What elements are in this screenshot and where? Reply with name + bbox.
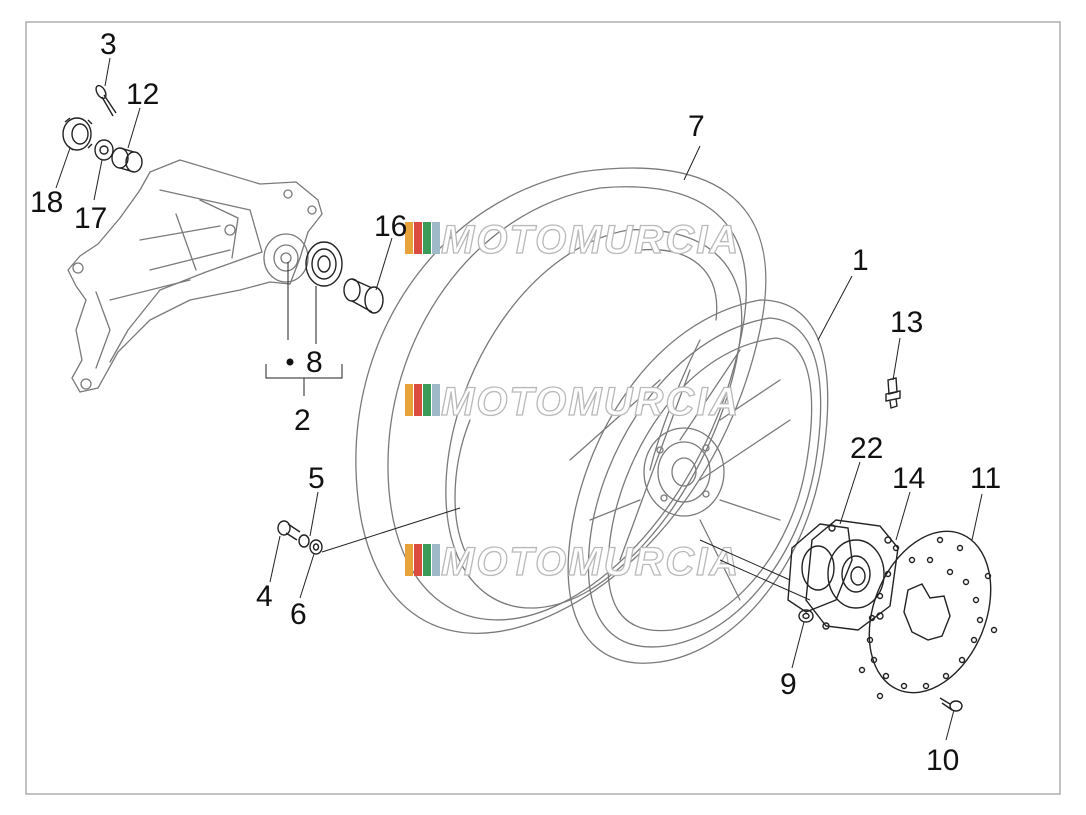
callout-16: 16	[374, 210, 407, 243]
washer-17	[94, 139, 114, 161]
bushing	[343, 278, 384, 314]
reference-dot	[286, 358, 294, 366]
watermark-text: MOTOMURCIA	[441, 540, 740, 584]
watermark-bar	[423, 222, 431, 254]
spacer-ring	[787, 523, 853, 613]
callout-2: 2	[294, 404, 311, 437]
bearing	[305, 241, 343, 287]
callout-7: 7	[688, 110, 705, 143]
diagram-frame	[25, 21, 1061, 795]
disc-bolt	[939, 697, 963, 712]
callout-6: 6	[290, 598, 307, 631]
callout-18: 18	[30, 186, 63, 219]
watermark-text: MOTOMURCIA	[441, 218, 740, 262]
callout-1: 1	[852, 244, 869, 277]
watermark-top: MOTOMURCIA	[405, 217, 740, 263]
wheel-rim	[567, 299, 829, 664]
watermark-bar	[423, 544, 431, 576]
watermark-text: MOTOMURCIA	[441, 380, 740, 424]
leader-lines	[55, 57, 983, 741]
watermark-bar	[423, 384, 431, 416]
hub-flange	[805, 519, 899, 631]
nut-9	[798, 609, 814, 623]
callout-5: 5	[308, 462, 325, 495]
swing-arm	[67, 159, 323, 393]
callout-10: 10	[926, 744, 959, 777]
watermark-bar	[414, 544, 422, 576]
watermark-bar	[414, 384, 422, 416]
callout-labels: 3 12 18 17 16 8 2 5 4 6 7 1 13 22 14 11 …	[30, 28, 1001, 777]
bolt	[277, 520, 301, 541]
callout-4: 4	[256, 580, 273, 613]
callout-11: 11	[970, 462, 1001, 495]
callout-9: 9	[780, 668, 797, 701]
watermark-bar	[432, 544, 440, 576]
callout-13: 13	[890, 306, 923, 339]
callout-14: 14	[892, 462, 925, 495]
callout-3: 3	[100, 28, 117, 61]
washer-6	[309, 539, 323, 555]
watermark-bar	[405, 384, 413, 416]
watermark-bar	[414, 222, 422, 254]
axle-nut-castellated	[62, 117, 93, 151]
split-pin	[95, 84, 117, 117]
watermark-bottom: MOTOMURCIA	[405, 539, 740, 585]
watermark-bar	[405, 222, 413, 254]
washer-5	[298, 534, 310, 548]
spacer-12	[111, 147, 143, 173]
watermark-bar	[432, 222, 440, 254]
tyre-valve	[885, 377, 901, 409]
brake-disc	[858, 530, 998, 700]
tyre	[355, 167, 767, 634]
watermark-bar	[405, 544, 413, 576]
watermark-middle: MOTOMURCIA	[405, 379, 740, 425]
callout-22: 22	[850, 432, 883, 465]
callout-8: 8	[306, 346, 323, 379]
callout-17: 17	[74, 202, 107, 235]
watermark-bar	[432, 384, 440, 416]
callout-12: 12	[126, 78, 159, 111]
